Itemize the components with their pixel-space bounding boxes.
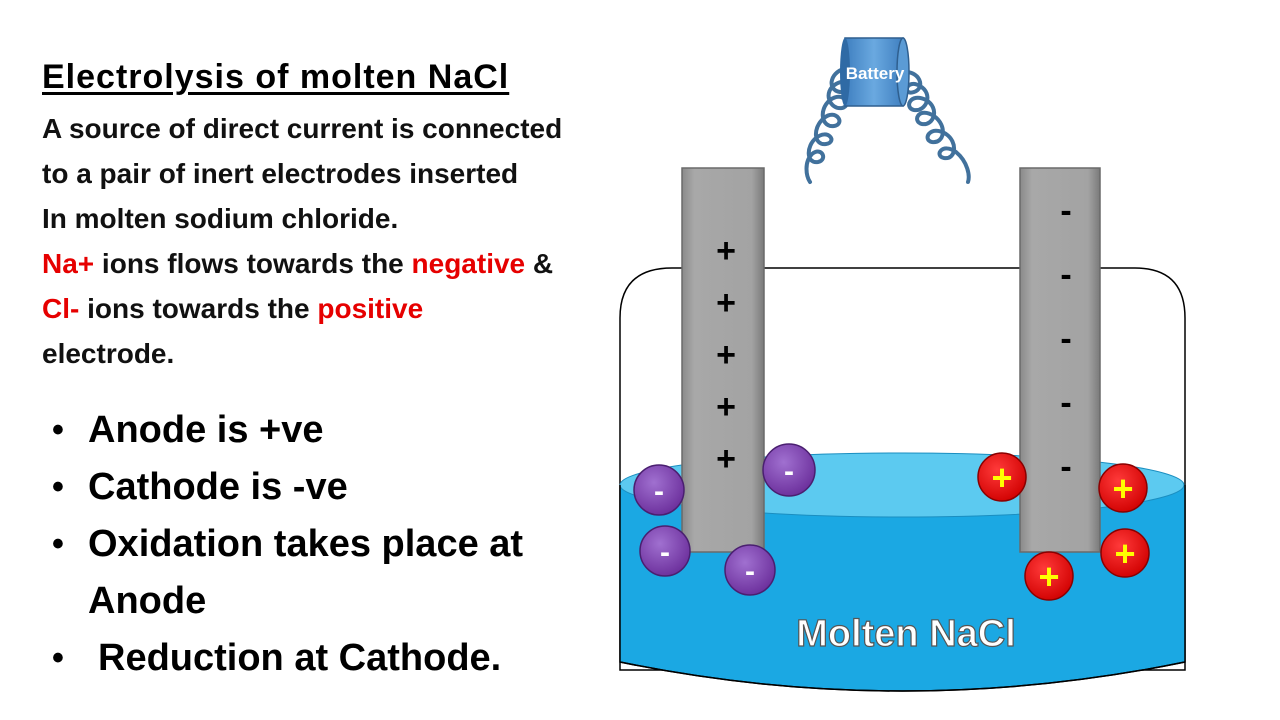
anion-sign: - (745, 555, 755, 588)
para-line-6: electrode. (42, 338, 175, 369)
para-line-4-mid: ions flows towards the (94, 248, 412, 279)
wire-right (900, 69, 971, 184)
cathode-sign: - (1060, 448, 1071, 486)
para-line-3: In molten sodium chloride. (42, 203, 399, 234)
anion: - (762, 443, 816, 497)
battery-icon: Battery (840, 37, 910, 107)
cation-sign: + (1112, 468, 1133, 509)
anion-sign: - (784, 455, 794, 488)
bullet-item: Reduction at Cathode. (52, 630, 612, 687)
cation-sign: + (991, 457, 1012, 498)
battery-label: Battery (846, 64, 905, 83)
para-line-2: to a pair of inert electrodes inserted (42, 158, 519, 189)
para-line-5: Cl- ions towards the positive (42, 286, 652, 331)
negative-text: negative (411, 248, 526, 279)
cathode-sign: - (1060, 192, 1071, 230)
anion-sign: - (660, 536, 670, 569)
cl-ion-text: Cl- (42, 293, 80, 324)
na-ion-text: Na+ (42, 248, 95, 279)
bullet-item: Anode is +ve (52, 402, 612, 459)
anion: - (639, 525, 691, 577)
para-line-5-mid: ions towards the (79, 293, 318, 324)
anode-sign: + (716, 284, 736, 322)
cation-sign: + (1114, 533, 1135, 574)
para-line-4: Na+ ions flows towards the negative & (42, 241, 652, 286)
cation: + (1100, 528, 1150, 578)
positive-text: positive (317, 293, 424, 324)
anion: - (724, 544, 776, 596)
bullet-list: Anode is +ve Cathode is -ve Oxidation ta… (52, 402, 612, 687)
bullet-item: Oxidation takes place at Anode (52, 516, 612, 630)
cathode-electrode: - - - - - (1019, 167, 1101, 553)
electrolyte-label: Molten NaCl (796, 613, 1016, 655)
anion-sign: - (654, 475, 664, 508)
cathode-sign: - (1060, 256, 1071, 294)
bullet-3-line-2: Anode (88, 580, 207, 622)
bullet-item: Cathode is -ve (52, 459, 612, 516)
anode-sign: + (716, 388, 736, 426)
anode-sign: + (716, 232, 736, 270)
wire-left (804, 66, 850, 184)
anion: - (633, 464, 685, 516)
slide-title: Electrolysis of molten NaCl (42, 58, 510, 96)
anode-sign: + (716, 440, 736, 478)
cation: + (1098, 463, 1148, 513)
cathode-sign: - (1060, 384, 1071, 422)
intro-paragraph: A source of direct current is connected … (42, 106, 652, 376)
cation-sign: + (1038, 556, 1059, 597)
bullet-3-line-1: Oxidation takes place at (88, 523, 524, 565)
para-line-4-end: & (525, 248, 554, 279)
cathode-sign: - (1060, 320, 1071, 358)
cation: + (977, 452, 1027, 502)
anode-sign: + (716, 336, 736, 374)
anode-electrode: + + + + + (681, 167, 765, 553)
para-line-1: A source of direct current is connected (42, 113, 563, 144)
cation: + (1024, 551, 1074, 601)
